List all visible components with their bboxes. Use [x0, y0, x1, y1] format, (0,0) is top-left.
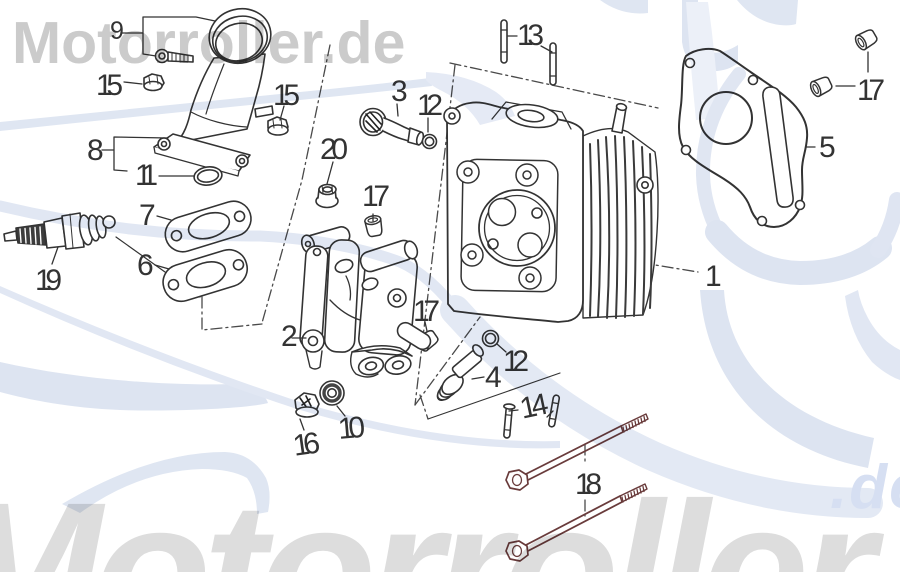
svg-text:.de: .de: [830, 453, 900, 522]
svg-text:16: 16: [291, 426, 322, 462]
svg-text:Motorroller: Motorroller: [0, 462, 885, 572]
svg-text:3: 3: [391, 75, 408, 108]
svg-text:20: 20: [320, 133, 348, 166]
svg-text:13: 13: [517, 19, 544, 52]
svg-text:8: 8: [87, 134, 104, 167]
svg-text:17: 17: [362, 180, 390, 213]
svg-text:1: 1: [705, 260, 722, 293]
svg-text:18: 18: [575, 468, 602, 501]
svg-text:Motorroller.de: Motorroller.de: [12, 10, 405, 76]
svg-text:12: 12: [417, 89, 443, 122]
svg-text:19: 19: [35, 264, 62, 297]
svg-text:11: 11: [135, 159, 158, 192]
svg-text:15: 15: [96, 69, 123, 102]
svg-text:2: 2: [281, 320, 298, 353]
svg-text:5: 5: [819, 131, 836, 164]
svg-text:9: 9: [110, 17, 124, 45]
svg-text:7: 7: [139, 199, 156, 232]
svg-text:17: 17: [857, 74, 885, 107]
svg-text:17: 17: [413, 295, 440, 328]
svg-text:6: 6: [137, 249, 154, 282]
